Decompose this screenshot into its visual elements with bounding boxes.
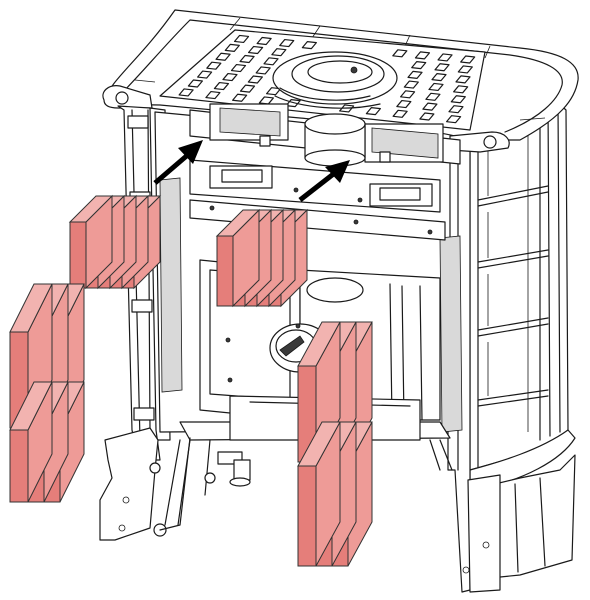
grill-slot [434,63,450,72]
upper-left-brick-set [68,194,162,290]
grill-slot [419,112,435,121]
grill-slot [448,105,464,114]
brick [297,465,317,567]
grill-slot [411,61,427,70]
grill-slot [247,75,263,84]
grill-slot [213,81,230,91]
lid-rim [102,85,510,153]
brick [216,235,234,307]
grill-slot [263,57,279,66]
grill-slot [239,84,256,93]
grill-slot [403,80,419,89]
grill-slot [233,34,250,44]
grill-slot [455,75,471,84]
grill-slot [365,107,381,116]
grill-slot [178,88,194,97]
grill-slot [187,79,203,88]
grill-slot [396,99,412,109]
grill-slot [399,90,416,99]
grill-slot [248,45,264,55]
lower-left-front-brick-set [9,381,85,503]
grill-slot [224,43,240,52]
grill-slot [457,65,473,74]
grill-slot [206,61,222,70]
left-airflow-arrow [153,140,203,185]
top-cover [104,9,579,141]
brick [69,221,87,289]
grill-slot [446,115,462,124]
grill-slot [279,38,295,48]
grill-slot [407,70,423,79]
grill-slot [460,55,476,64]
grill-slot [431,73,447,82]
grill-slot [239,54,255,64]
grill-slot [392,49,408,58]
grill-slot [255,66,271,75]
grill-slot [301,41,317,50]
grill-slot [428,82,444,92]
grill-slot [437,53,453,62]
upper-center-brick-set [215,208,309,308]
grill-slot [453,85,469,94]
grill-slot [392,109,408,118]
grill-slot [414,51,431,60]
grill-slot [232,93,248,102]
center-airflow-arrow [298,160,350,202]
grill-slot [222,72,238,82]
grill-slot [215,52,231,61]
refractory-bricks [9,194,373,567]
left-front-foot [99,427,159,541]
grill-slots [178,34,476,124]
base-legs [149,437,453,537]
grill-slot [256,36,272,46]
grill-slot [450,95,466,104]
center-lower-brick-set [297,421,373,567]
grill-slot [197,70,213,79]
grill-slot [205,90,221,100]
grill-slot [425,92,441,101]
grill-slot [271,48,287,57]
grill-slot [422,102,438,111]
brick [9,429,29,503]
grill-slot [230,63,247,73]
